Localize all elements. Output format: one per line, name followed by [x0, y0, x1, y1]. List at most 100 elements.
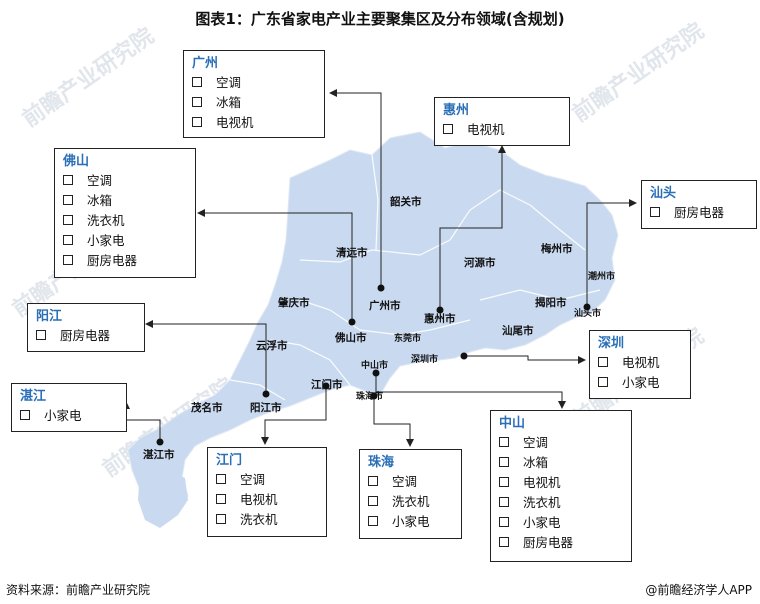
- box-zhongshan: 中山 空调 冰箱 电视机 洗衣机 小家电 厨房电器: [490, 410, 632, 562]
- list-item: 空调: [216, 470, 318, 490]
- city-label-yangjiang: 阳江市: [250, 402, 282, 414]
- box-guangzhou: 广州 空调 冰箱 电视机: [183, 50, 325, 138]
- checkbox-icon: [216, 494, 226, 504]
- connector-jiangmen: [261, 388, 327, 445]
- list-item: 冰箱: [63, 191, 187, 211]
- list-item: 小家电: [368, 512, 453, 532]
- box-huizhou: 惠州 电视机: [434, 97, 570, 146]
- list-item: 洗衣机: [216, 510, 318, 530]
- list-item: 洗衣机: [63, 211, 187, 231]
- list-item: 电视机: [499, 473, 623, 493]
- checkbox-icon: [368, 516, 378, 526]
- city-label-heyuan: 河源市: [464, 257, 496, 269]
- box-title: 深圳: [598, 336, 625, 351]
- checkbox-icon: [192, 97, 202, 107]
- city-dot-shantou: [583, 303, 591, 311]
- connector-yangjiang: [145, 320, 267, 392]
- checkbox-icon: [499, 517, 509, 527]
- guangdong-province-shape: [127, 131, 619, 526]
- city-label-meizhou: 梅州市: [541, 243, 573, 255]
- city-dot-shenzhen: [460, 352, 468, 360]
- box-title: 湛江: [20, 389, 47, 404]
- list-item: 电视机: [192, 113, 316, 133]
- box-title: 佛山: [63, 154, 90, 169]
- city-label-jiangmen: 江门市: [311, 379, 343, 391]
- list-item: 电视机: [598, 353, 682, 373]
- city-dot-foshan: [348, 318, 356, 326]
- checkbox-icon: [499, 437, 509, 447]
- city-dot-zhuhai: [370, 392, 378, 400]
- checkbox-icon: [63, 255, 73, 265]
- source-note: 资料来源：前瞻产业研究院: [6, 583, 151, 597]
- connector-huizhou: [439, 145, 506, 308]
- checkbox-icon: [216, 474, 226, 484]
- list-item: 小家电: [598, 373, 682, 393]
- checkbox-icon: [650, 207, 660, 217]
- city-label-zhongshan: 中山市: [361, 361, 389, 371]
- list-item: 空调: [192, 73, 316, 93]
- city-dot-zhongshan: [372, 369, 380, 377]
- checkbox-icon: [499, 537, 509, 547]
- list-item: 冰箱: [192, 93, 316, 113]
- city-label-guangzhou: 广州市: [369, 300, 401, 312]
- list-item: 厨房电器: [499, 533, 623, 553]
- city-label-zhanjiang: 湛江市: [143, 449, 175, 461]
- city-dot-yangjiang: [262, 390, 270, 398]
- box-title: 珠海: [368, 455, 395, 470]
- connector-foshan: [197, 209, 353, 320]
- city-dot-guangzhou: [377, 284, 385, 292]
- checkbox-icon: [499, 477, 509, 487]
- checkbox-icon: [499, 457, 509, 467]
- leizhou-peninsula-shape: [138, 468, 188, 528]
- checkbox-icon: [368, 476, 378, 486]
- city-dot-huizhou: [436, 306, 444, 314]
- checkbox-icon: [20, 410, 30, 420]
- list-item: 空调: [63, 171, 187, 191]
- list-item: 厨房电器: [36, 326, 136, 346]
- box-yangjiang: 阳江 厨房电器: [27, 303, 145, 352]
- city-label-chaozhou: 潮州市: [588, 272, 616, 282]
- list-item: 空调: [368, 472, 453, 492]
- list-item: 电视机: [216, 490, 318, 510]
- checkbox-icon: [499, 497, 509, 507]
- city-label-qingyuan: 清远市: [336, 247, 368, 259]
- list-item: 厨房电器: [650, 203, 748, 223]
- list-item: 电视机: [443, 120, 561, 140]
- city-label-huizhou: 惠州市: [424, 313, 456, 325]
- city-label-shenzhen: 深圳市: [411, 355, 439, 365]
- checkbox-icon: [443, 124, 453, 134]
- connector-zhongshan: [375, 374, 566, 409]
- city-dot-zhanjiang: [156, 438, 164, 446]
- connector-shenzhen: [466, 355, 586, 364]
- list-item: 冰箱: [499, 453, 623, 473]
- box-zhanjiang: 湛江 小家电: [11, 383, 127, 432]
- box-title: 广州: [192, 56, 219, 71]
- connector-guangzhou: [329, 89, 382, 286]
- checkbox-icon: [36, 330, 46, 340]
- checkbox-icon: [598, 357, 608, 367]
- checkbox-icon: [598, 377, 608, 387]
- box-foshan: 佛山 空调 冰箱 洗衣机 小家电 厨房电器: [54, 148, 196, 278]
- list-item: 洗衣机: [368, 492, 453, 512]
- box-jiangmen: 江门 空调 电视机 洗衣机: [207, 447, 327, 537]
- box-shenzhen: 深圳 电视机 小家电: [589, 330, 691, 399]
- checkbox-icon: [63, 175, 73, 185]
- city-label-dongguan: 东莞市: [394, 334, 422, 344]
- box-zhuhai: 珠海 空调 洗衣机 小家电: [359, 449, 462, 539]
- city-label-foshan: 佛山市: [335, 332, 367, 344]
- list-item: 空调: [499, 433, 623, 453]
- box-title: 阳江: [36, 309, 63, 324]
- city-label-zhuhai: 珠海市: [356, 392, 384, 402]
- box-title: 中山: [499, 416, 526, 431]
- city-label-shanwei: 汕尾市: [502, 325, 534, 337]
- city-dot-jiangmen: [322, 382, 330, 390]
- city-label-jieyang: 揭阳市: [535, 297, 567, 309]
- box-title: 惠州: [443, 103, 470, 118]
- list-item: 洗衣机: [499, 493, 623, 513]
- checkbox-icon: [63, 215, 73, 225]
- checkbox-icon: [63, 235, 73, 245]
- checkbox-icon: [192, 117, 202, 127]
- list-item: 小家电: [20, 406, 118, 426]
- checkbox-icon: [192, 77, 202, 87]
